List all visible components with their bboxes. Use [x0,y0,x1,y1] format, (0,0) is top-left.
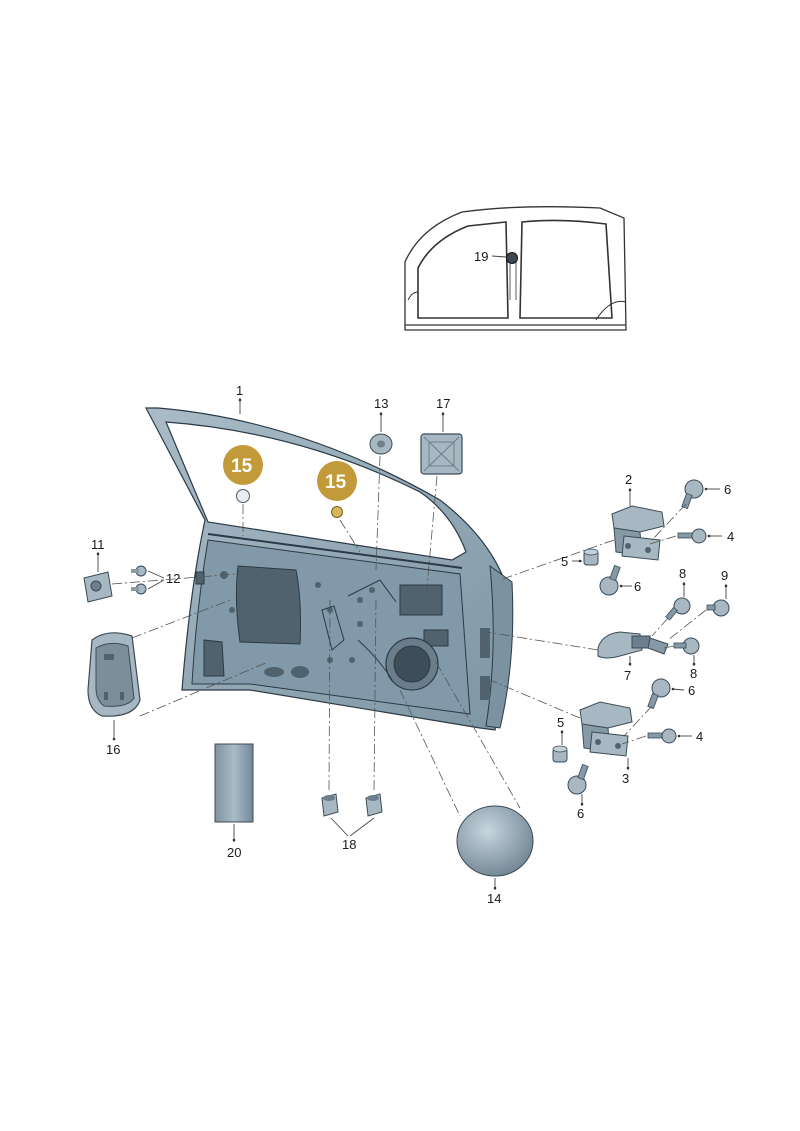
part-8-bolt-b [673,637,700,655]
callout-4-b: 4 [696,729,703,744]
part-20-cylinder [214,743,254,823]
callout-7: 7 [624,668,631,683]
callout-15-left: 15 [231,456,253,477]
part-7-door-check [597,631,669,659]
callout-12: 12 [166,571,180,586]
callout-8-a: 8 [679,566,686,581]
callout-17: 17 [436,396,450,411]
callout-5-b: 5 [557,715,564,730]
part-5-bushing-b [552,745,568,763]
car-body-inset [404,206,627,331]
callout-3: 3 [622,771,629,786]
callout-2: 2 [625,472,632,487]
part-18-nuts [321,793,383,817]
part-6-bolt-d [567,763,589,795]
callout-11: 11 [91,537,105,552]
part-6-bolt-a [681,479,704,510]
part-15-clip-right [331,506,361,553]
callout-5-a: 5 [561,554,568,569]
part-8-bolt-a [665,597,691,621]
callout-4-a: 4 [727,529,734,544]
part-15-clip-left [236,489,250,536]
callout-6-b: 6 [634,579,641,594]
part-3-lower-hinge [579,701,633,757]
part-17-cover [420,433,463,475]
part-15-badge-right: 15 [317,461,357,501]
part-19-marker [506,252,518,264]
part-4-screw-a [677,528,707,544]
callout-14: 14 [487,891,501,906]
part-2-upper-hinge [611,505,665,561]
part-6-bolt-c [647,678,671,710]
callout-13: 13 [374,396,388,411]
part-12-screws [131,565,147,595]
part-13-grommet [369,433,393,455]
callout-18: 18 [342,837,356,852]
part-14-cover [456,805,534,877]
part-11-striker [83,571,113,603]
callout-20: 20 [227,845,241,860]
callout-1: 1 [236,383,243,398]
callout-9: 9 [721,568,728,583]
part-6-bolt-b [599,564,621,596]
part-5-bushing-a [583,548,599,566]
callout-6-c: 6 [688,683,695,698]
callout-19: 19 [474,249,488,264]
callout-8-b: 8 [690,666,697,681]
callout-15-right: 15 [325,472,347,493]
part-15-badge-left: 15 [223,445,263,485]
callout-6-d: 6 [577,806,584,821]
callout-6-a: 6 [724,482,731,497]
callout-16: 16 [106,742,120,757]
part-16-lock-cover [87,632,141,717]
part-4-screw-b [647,728,677,744]
part-9-bolt [706,599,730,617]
